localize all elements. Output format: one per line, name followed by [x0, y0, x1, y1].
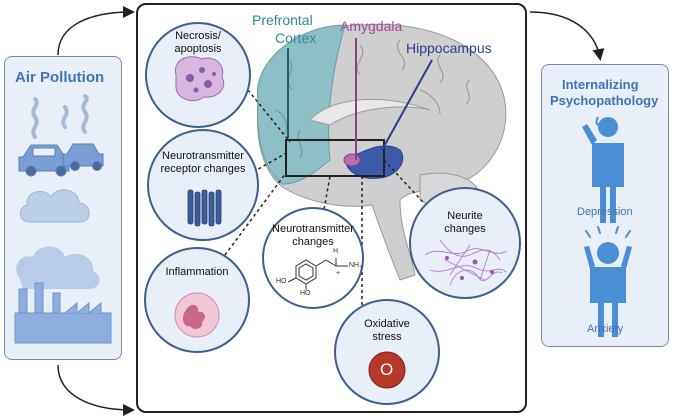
- neurite-label-line1: Neurite: [447, 210, 483, 222]
- necrosis-label-line1: Necrosis/: [175, 30, 221, 42]
- car-icon: [18, 144, 70, 177]
- nt-changes-circle: [262, 207, 364, 309]
- arrow-brain-to-psychopathology: [529, 11, 605, 61]
- factory-icon: [14, 282, 112, 344]
- hippocampus-label: Hippocampus: [406, 40, 492, 56]
- psychopathology-figures: [582, 116, 632, 337]
- depression-label: Depression: [577, 206, 633, 218]
- oxygen-symbol-label: O: [380, 360, 394, 379]
- nt-changes-label-line2: changes: [292, 236, 334, 248]
- zoom-region-box: [285, 139, 385, 177]
- receptor-label-line2: receptor changes: [160, 163, 246, 175]
- internalizing-psychopathology-panel: Internalizing Psychopathology Depression…: [541, 64, 669, 347]
- dopamine-molecule-icon: [287, 258, 348, 290]
- receptor-circle: [147, 129, 259, 241]
- molecule-ho-top-label: HO: [276, 278, 287, 285]
- exhaust-fumes-icon: [31, 94, 89, 139]
- molecule-h-label: H: [333, 248, 339, 255]
- psychopathology-title-line1: Internalizing: [562, 77, 639, 92]
- psychopathology-title-line2: Psychopathology: [550, 93, 659, 108]
- anxiety-figure-icon: [584, 242, 632, 337]
- necrosis-label-line2: apoptosis: [174, 43, 222, 55]
- car-icon: [62, 143, 104, 171]
- inflammation-label: Inflammation: [165, 266, 229, 278]
- air-pollution-title: Air Pollution: [15, 69, 105, 86]
- oxygen-radical-icon: [368, 351, 406, 389]
- prefrontal-cortex-label-line2: Cortex: [275, 30, 317, 46]
- depression-figure-icon: [582, 116, 624, 223]
- molecule-plus-label: +: [336, 270, 341, 277]
- molecule-nh3-label: NH₃: [349, 262, 362, 269]
- neurite-label-line2: changes: [444, 223, 486, 235]
- immune-cell-icon: [174, 292, 220, 338]
- oxidative-label-line2: stress: [372, 331, 402, 343]
- apoptotic-cell-icon: [174, 56, 225, 102]
- receptor-label-line1: Neurotransmitter: [162, 150, 244, 162]
- factory-smoke-icon: [16, 246, 100, 289]
- neurite-network-icon: [424, 239, 508, 286]
- anxiety-label: Anxiety: [587, 323, 624, 335]
- arrow-bottom-return: [57, 364, 135, 416]
- transmembrane-receptor-icon: [187, 189, 222, 227]
- oxidative-label-line1: Oxidative: [364, 318, 410, 330]
- air-pollution-panel: Air Pollution: [4, 56, 122, 360]
- pollution-illustrations: [14, 94, 112, 344]
- molecule-ho-bottom-label: HO: [300, 290, 311, 297]
- amygdala-label: Amygdala: [340, 18, 403, 34]
- stress-lines-icon: [585, 226, 631, 238]
- amygdala-region: [343, 153, 361, 167]
- arrow-pollution-to-brain: [57, 6, 135, 56]
- prefrontal-cortex-label-line1: Prefrontal: [252, 12, 313, 28]
- nt-changes-label-line1: Neurotransmitter: [272, 223, 354, 235]
- neurite-circle: [409, 187, 521, 299]
- prefrontal-cortex-region: [257, 24, 346, 185]
- smog-cloud-icon: [20, 189, 90, 223]
- corpus-callosum-shape: [309, 98, 431, 126]
